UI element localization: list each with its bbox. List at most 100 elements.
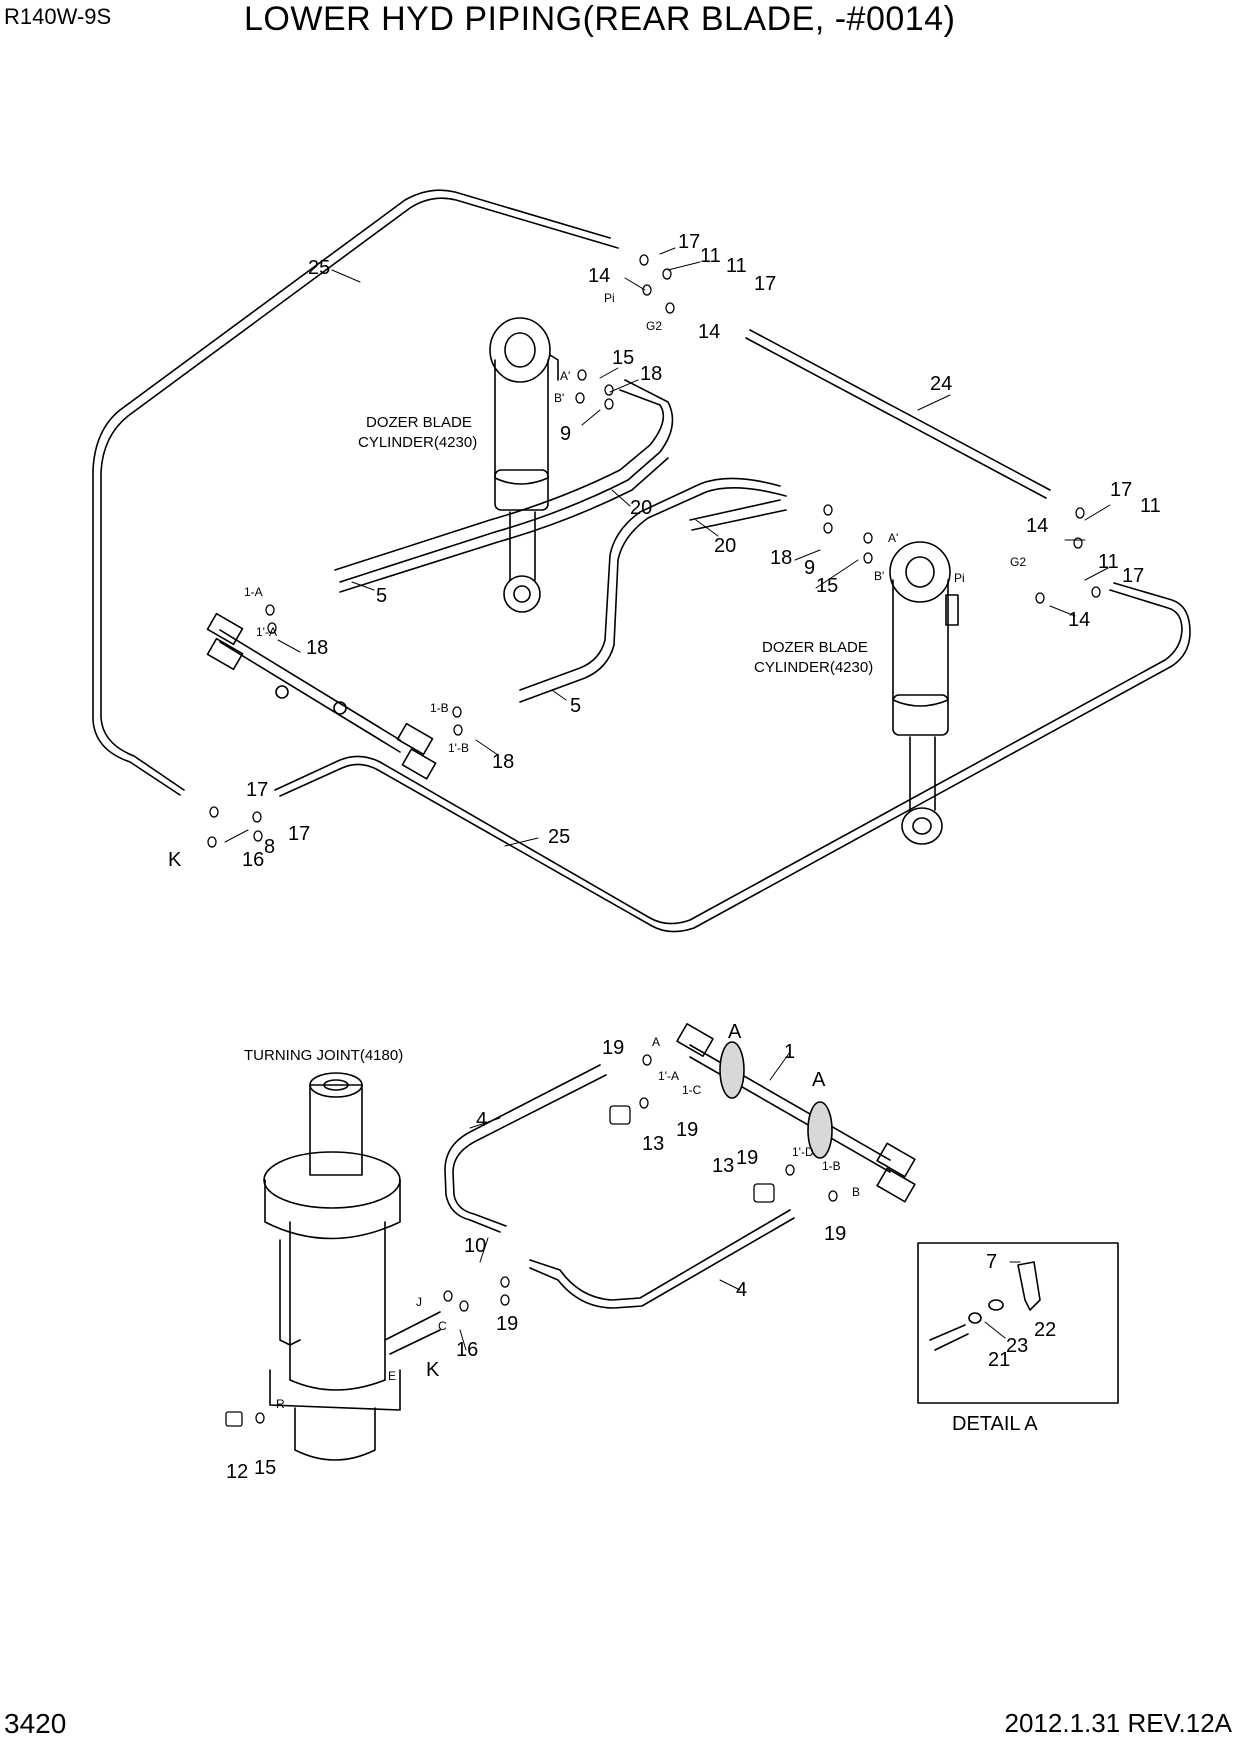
callout-11: 11 (726, 255, 747, 277)
callout-22: 22 (1034, 1319, 1056, 1341)
label-turning-joint: TURNING JOINT(4180) (244, 1047, 403, 1064)
leader-lines (224, 247, 1111, 1351)
port-labels: Pi G2 A' B' Pi G2 A' B' 1-A 1'-A 1-B 1'-… (244, 291, 1026, 1411)
label-detail-a: DETAIL A (952, 1413, 1038, 1435)
manifold-upper (206, 612, 437, 780)
callout-25: 25 (308, 257, 330, 279)
left-dozer-cylinder (489, 317, 559, 613)
callout-19: 19 (676, 1119, 698, 1141)
callout-A: A (812, 1069, 826, 1091)
callout-17: 17 (1110, 479, 1132, 501)
callout-11: 11 (1140, 495, 1161, 517)
callout-10: 10 (464, 1235, 486, 1257)
port-label: B (852, 1185, 860, 1199)
turning-joint (263, 1072, 441, 1461)
callout-17: 17 (754, 273, 776, 295)
callout-23: 23 (1006, 1335, 1028, 1357)
port-label: G2 (1010, 555, 1026, 569)
port-label: G2 (646, 319, 662, 333)
callout-9: 9 (560, 423, 571, 445)
port-label: 1'-B (448, 741, 469, 755)
callout-15: 15 (816, 575, 838, 597)
page-number: 3420 (4, 1708, 67, 1739)
revision-date: 2012.1.31 REV.12A (1004, 1708, 1232, 1738)
detail-a-box (917, 1242, 1119, 1404)
callout-25: 25 (548, 826, 570, 848)
callout-K: K (168, 849, 182, 871)
callout-17: 17 (678, 231, 700, 253)
port-label: 1-B (430, 701, 449, 715)
callout-14: 14 (588, 265, 610, 287)
callout-7: 7 (986, 1251, 997, 1273)
callout-8: 8 (264, 836, 275, 858)
callout-14: 14 (698, 321, 720, 343)
callout-24: 24 (930, 373, 952, 395)
callout-20: 20 (714, 535, 736, 557)
callout-20: 20 (630, 497, 652, 519)
callout-9: 9 (804, 557, 815, 579)
callout-11: 11 (1098, 551, 1119, 573)
callout-17: 17 (288, 823, 310, 845)
callout-18: 18 (492, 751, 514, 773)
callout-17: 17 (246, 779, 268, 801)
label-cylinder-right-1: DOZER BLADE (762, 639, 868, 656)
label-cylinder-left-1: DOZER BLADE (366, 414, 472, 431)
hose-5-right (519, 477, 787, 703)
component-labels: DOZER BLADE CYLINDER(4230) DOZER BLADE C… (244, 414, 1038, 1435)
callout-18: 18 (640, 363, 662, 385)
port-label: A (652, 1035, 660, 1049)
label-cylinder-right-2: CYLINDER(4230) (754, 659, 873, 676)
callout-14: 14 (1026, 515, 1048, 537)
callout-K: K (426, 1359, 440, 1381)
port-label: 1-A (244, 585, 263, 599)
callout-A: A (728, 1021, 742, 1043)
callout-14: 14 (1068, 609, 1090, 631)
port-label: J (416, 1295, 422, 1309)
port-label: 1-C (682, 1083, 702, 1097)
port-label: A' (888, 531, 898, 545)
callout-21: 21 (988, 1349, 1010, 1371)
callout-13: 13 (642, 1133, 664, 1155)
callout-numbers: 25 25 24 17 17 17 17 17 17 11 11 11 11 1… (168, 231, 1161, 1483)
port-label: C (438, 1319, 447, 1333)
hose-25 (92, 189, 1191, 933)
hose-5-left (334, 379, 674, 593)
port-label: B' (874, 569, 884, 583)
callout-4: 4 (476, 1109, 487, 1131)
callout-13: 13 (712, 1155, 734, 1177)
port-label: A' (560, 369, 570, 383)
label-cylinder-left-2: CYLINDER(4230) (358, 434, 477, 451)
callout-16: 16 (242, 849, 264, 871)
port-label: E (388, 1369, 396, 1383)
fittings (207, 254, 1101, 1427)
callout-5: 5 (570, 695, 581, 717)
callout-19: 19 (602, 1037, 624, 1059)
port-label: 1'-A (658, 1069, 679, 1083)
port-label: Pi (954, 571, 965, 585)
callout-4: 4 (736, 1279, 747, 1301)
port-label: B' (554, 391, 564, 405)
callout-19: 19 (824, 1223, 846, 1245)
callout-17: 17 (1122, 565, 1144, 587)
callout-15: 15 (612, 347, 634, 369)
callout-5: 5 (376, 585, 387, 607)
port-label: R (276, 1397, 285, 1411)
manifold-lower (676, 1023, 916, 1203)
callout-16: 16 (456, 1339, 478, 1361)
port-label: 1-B (822, 1159, 841, 1173)
callout-1: 1 (784, 1041, 795, 1063)
callout-18: 18 (306, 637, 328, 659)
port-label: 1'-D (792, 1145, 814, 1159)
right-dozer-cylinder (889, 541, 959, 845)
callout-12: 12 (226, 1461, 248, 1483)
port-label: 1'-A (256, 625, 277, 639)
callout-19: 19 (496, 1313, 518, 1335)
page-title: LOWER HYD PIPING(REAR BLADE, -#0014) (244, 0, 956, 38)
callout-15: 15 (254, 1457, 276, 1479)
callout-19: 19 (736, 1147, 758, 1169)
hose-24 (745, 329, 1051, 499)
model-code: R140W-9S (4, 4, 112, 29)
port-label: Pi (604, 291, 615, 305)
callout-11: 11 (700, 245, 721, 267)
